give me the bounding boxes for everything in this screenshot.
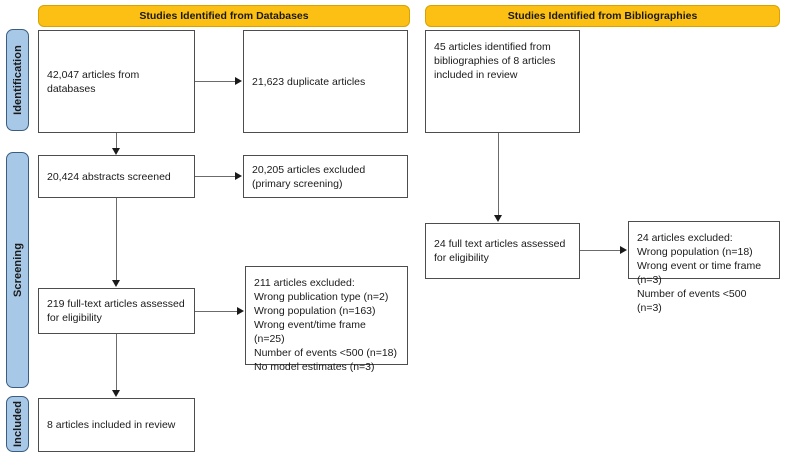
stage-tab-included: Included (6, 396, 29, 452)
box-included-final-text: 8 articles included in review (47, 419, 176, 431)
box-fulltext-excluded-text: 211 articles excluded: Wrong publication… (254, 277, 398, 373)
box-bibliography-identified: 45 articles identified from bibliographi… (425, 30, 580, 133)
box-bib-fulltext-excluded-text: 24 articles excluded: Wrong population (… (637, 232, 762, 314)
box-duplicates-text: 21,623 duplicate articles (252, 75, 366, 88)
box-abstracts-screened-text: 20,424 abstracts screened (47, 170, 171, 183)
box-included-final: 8 articles included in review (38, 398, 195, 452)
stage-tab-identification: Identification (6, 29, 29, 131)
stage-tab-identification-label: Identification (11, 45, 24, 115)
connector-bib-assessed-to-excluded (580, 250, 620, 252)
box-databases-total-text: 42,047 articles from databases (47, 68, 140, 95)
arrowhead-bibliography-to-assessed (494, 215, 502, 222)
connector-bibliography-to-assessed (498, 133, 500, 215)
box-primary-excluded: 20,205 articles excluded (primary screen… (243, 155, 408, 198)
stage-tab-screening: Screening (6, 152, 29, 388)
connector-abstracts-to-fulltext (116, 198, 118, 280)
arrowhead-databases-to-duplicates (235, 77, 242, 85)
box-fulltext-excluded: 211 articles excluded: Wrong publication… (245, 266, 408, 373)
connector-fulltext-to-included (116, 334, 118, 390)
arrowhead-fulltext-to-excluded (237, 307, 244, 315)
connector-fulltext-to-excluded (195, 311, 237, 313)
box-abstracts-screened: 20,424 abstracts screened (38, 155, 195, 198)
arrowhead-bib-assessed-to-excluded (620, 246, 627, 254)
connector-databases-to-duplicates (195, 81, 235, 83)
section-header-databases: Studies Identified from Databases (38, 5, 410, 27)
connector-abstracts-to-primary-excluded (195, 176, 235, 178)
box-bib-fulltext-assessed: 24 full text articles assessed for eligi… (425, 223, 580, 279)
box-primary-excluded-text: 20,205 articles excluded (primary screen… (252, 163, 366, 190)
arrowhead-fulltext-to-included (112, 390, 120, 397)
connector-databases-to-abstracts (116, 133, 118, 148)
box-duplicates: 21,623 duplicate articles (243, 30, 408, 133)
box-fulltext-assessed: 219 full-text articles assessed for elig… (38, 288, 195, 334)
box-fulltext-assessed-text: 219 full-text articles assessed for elig… (47, 298, 185, 324)
stage-tab-included-label: Included (11, 400, 24, 448)
box-bib-fulltext-assessed-text: 24 full text articles assessed for eligi… (434, 238, 566, 264)
box-databases-total: 42,047 articles from databases (38, 30, 195, 133)
arrowhead-databases-to-abstracts (112, 148, 120, 155)
box-bibliography-identified-text: 45 articles identified from bibliographi… (434, 41, 556, 81)
arrowhead-abstracts-to-primary-excluded (235, 172, 242, 180)
section-header-bibliographies: Studies Identified from Bibliographies (425, 5, 780, 27)
arrowhead-abstracts-to-fulltext (112, 280, 120, 287)
box-bib-fulltext-excluded: 24 articles excluded: Wrong population (… (628, 221, 780, 314)
stage-tab-screening-label: Screening (11, 242, 24, 298)
